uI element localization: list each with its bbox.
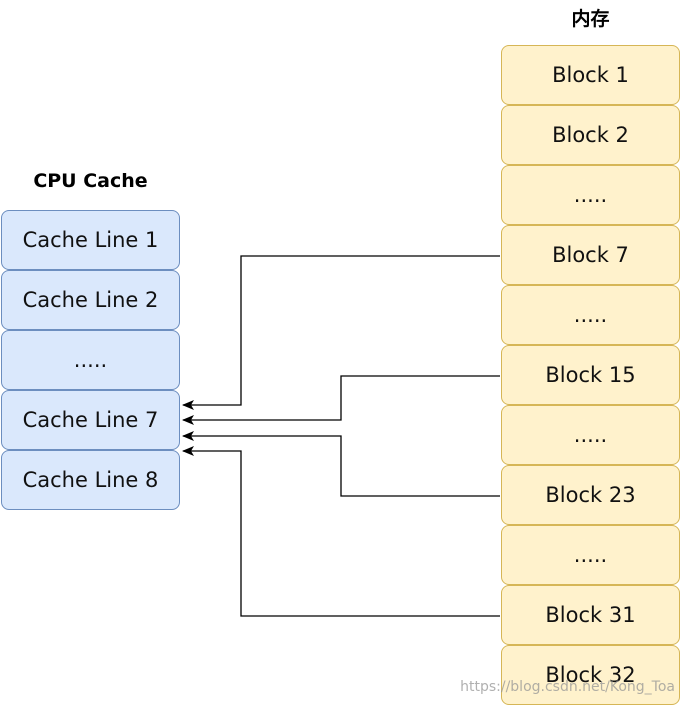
memory-block-7: Block 7: [501, 225, 680, 285]
cache-line-ellipsis: .....: [1, 330, 180, 390]
memory-block-ellipsis-1: .....: [501, 165, 680, 225]
memory-block-31: Block 31: [501, 585, 680, 645]
memory-block-ellipsis-3: .....: [501, 405, 680, 465]
cache-line-8: Cache Line 8: [1, 450, 180, 510]
arrow-block-23-to-cache-line-7: [182, 431, 500, 497]
memory-block-32: Block 32: [501, 645, 680, 705]
memory-block-ellipsis-4: .....: [501, 525, 680, 585]
memory-block-ellipsis-2: .....: [501, 285, 680, 345]
cpu-cache-column: Cache Line 1 Cache Line 2 ..... Cache Li…: [1, 210, 180, 510]
memory-block-2: Block 2: [501, 105, 680, 165]
arrow-block-7-to-cache-line-7: [182, 255, 500, 410]
arrow-block-31-to-cache-line-7: [182, 446, 500, 617]
cpu-cache-title: CPU Cache: [33, 170, 148, 192]
memory-block-23: Block 23: [501, 465, 680, 525]
cache-line-1: Cache Line 1: [1, 210, 180, 270]
cache-line-2: Cache Line 2: [1, 270, 180, 330]
memory-block-1: Block 1: [501, 45, 680, 105]
memory-column: Block 1 Block 2 ..... Block 7 ..... Bloc…: [501, 45, 680, 705]
memory-block-15: Block 15: [501, 345, 680, 405]
memory-title: 内存: [571, 8, 610, 30]
watermark: https://blog.csdn.net/Kong_Toa: [460, 679, 675, 695]
arrow-block-15-to-cache-line-7: [182, 375, 500, 425]
cache-line-7: Cache Line 7: [1, 390, 180, 450]
